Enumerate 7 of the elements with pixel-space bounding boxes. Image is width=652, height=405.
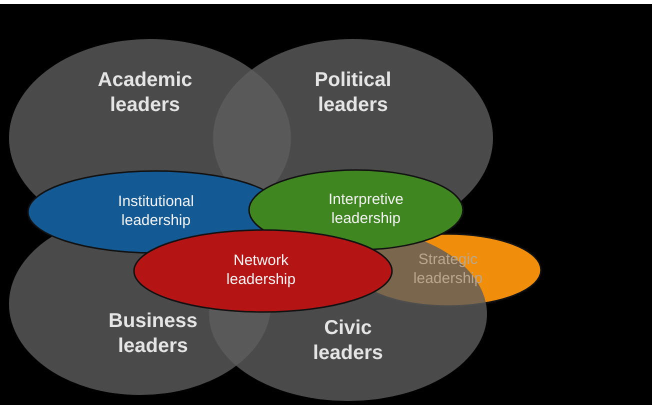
leadership-label: Interpretive leadership [327, 191, 405, 229]
leadership-label: Network leadership [225, 252, 297, 290]
group-label: Political leaders [314, 68, 392, 118]
group-label: Academic leaders [96, 68, 194, 118]
group-label: Civic leaders [312, 316, 384, 366]
group-label: Business leaders [108, 309, 198, 359]
leadership-label: Institutional leadership [117, 193, 195, 231]
